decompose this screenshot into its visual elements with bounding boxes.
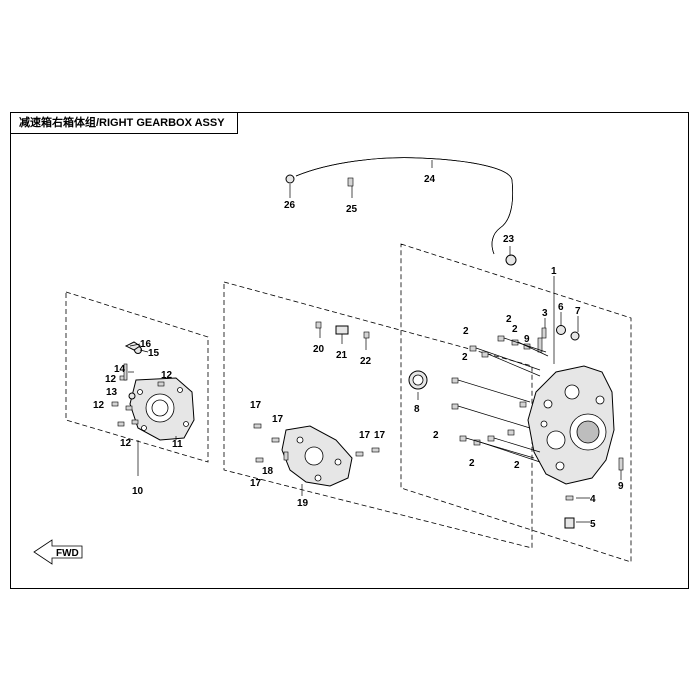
callout-26: 26 bbox=[284, 200, 296, 211]
callout-17-b: 17 bbox=[272, 414, 284, 425]
diagram-title: 减速箱右箱体组/RIGHT GEARBOX ASSY bbox=[10, 112, 238, 134]
callout-16: 16 bbox=[140, 339, 152, 350]
callout-6: 6 bbox=[558, 302, 564, 313]
bracket-bolts-17 bbox=[253, 423, 380, 463]
callout-12-b: 12 bbox=[161, 370, 173, 381]
callout-2-f: 2 bbox=[469, 458, 475, 469]
callout-17-d: 17 bbox=[359, 430, 371, 441]
ball-13 bbox=[128, 392, 136, 400]
oil-seal-8 bbox=[408, 370, 428, 390]
hose-clip-25 bbox=[347, 177, 354, 187]
callout-23: 23 bbox=[503, 234, 515, 245]
right-gearbox-housing bbox=[527, 365, 615, 485]
callout-11: 11 bbox=[172, 439, 183, 450]
washer-4 bbox=[565, 495, 574, 501]
diagram-frame bbox=[10, 112, 689, 589]
group-box-cover bbox=[65, 291, 209, 463]
callout-2-g: 2 bbox=[514, 460, 520, 471]
callout-labels: 1 2 2 2 2 2 2 2 3 4 5 6 7 8 9 9 10 11 12… bbox=[93, 174, 624, 530]
callout-19: 19 bbox=[297, 498, 309, 509]
washer-7 bbox=[570, 331, 580, 341]
left-cover-11 bbox=[129, 377, 195, 441]
mounting-bracket-19 bbox=[281, 425, 353, 487]
callout-21: 21 bbox=[336, 350, 348, 361]
callout-leaders bbox=[128, 160, 622, 523]
callout-17-a: 17 bbox=[250, 400, 262, 411]
group-box-bracket bbox=[223, 281, 533, 549]
pin-3 bbox=[541, 327, 547, 339]
callout-9-a: 9 bbox=[524, 334, 530, 345]
callout-5: 5 bbox=[590, 519, 596, 530]
bolt-leaders-2 bbox=[457, 337, 549, 463]
callout-7: 7 bbox=[575, 306, 581, 317]
callout-3: 3 bbox=[542, 308, 548, 319]
callout-1: 1 bbox=[551, 266, 557, 277]
callout-14: 14 bbox=[114, 364, 126, 375]
callout-17-e: 17 bbox=[374, 430, 386, 441]
forward-arrow: FWD bbox=[33, 539, 83, 565]
callout-24: 24 bbox=[424, 174, 436, 185]
dowel-9-right bbox=[618, 457, 624, 471]
callout-22: 22 bbox=[360, 356, 372, 367]
callout-8: 8 bbox=[414, 404, 420, 415]
housing-bolts-2 bbox=[451, 335, 531, 446]
callout-10: 10 bbox=[132, 486, 144, 497]
callout-25: 25 bbox=[346, 204, 358, 215]
callout-15: 15 bbox=[148, 348, 160, 359]
callout-2-e: 2 bbox=[433, 430, 439, 441]
cap-16 bbox=[124, 341, 141, 351]
callout-2-a: 2 bbox=[463, 326, 469, 337]
stud-18 bbox=[283, 451, 289, 461]
cover-bolts-12 bbox=[111, 375, 165, 427]
callout-9-b: 9 bbox=[618, 481, 624, 492]
hose-clamp-26 bbox=[285, 174, 295, 184]
bolt-20 bbox=[315, 321, 322, 329]
hose-fitting-23 bbox=[505, 254, 517, 266]
callout-13: 13 bbox=[106, 387, 118, 398]
callout-4: 4 bbox=[590, 494, 596, 505]
clip-21 bbox=[335, 325, 349, 335]
plug-6 bbox=[556, 325, 566, 335]
fwd-label: FWD bbox=[56, 548, 79, 559]
callout-2-c: 2 bbox=[462, 352, 468, 363]
callout-2-d: 2 bbox=[512, 324, 518, 335]
callout-17-c: 17 bbox=[250, 478, 262, 489]
callout-18: 18 bbox=[262, 466, 274, 477]
callout-2-b: 2 bbox=[506, 314, 512, 325]
spring-14 bbox=[123, 363, 128, 381]
breather-hose bbox=[295, 157, 514, 255]
drain-plug-5 bbox=[564, 517, 575, 529]
callout-20: 20 bbox=[313, 344, 325, 355]
callout-12-c: 12 bbox=[93, 400, 105, 411]
callout-12-d: 12 bbox=[120, 438, 132, 449]
bolt-22 bbox=[363, 331, 370, 339]
callout-12-a: 12 bbox=[105, 374, 117, 385]
